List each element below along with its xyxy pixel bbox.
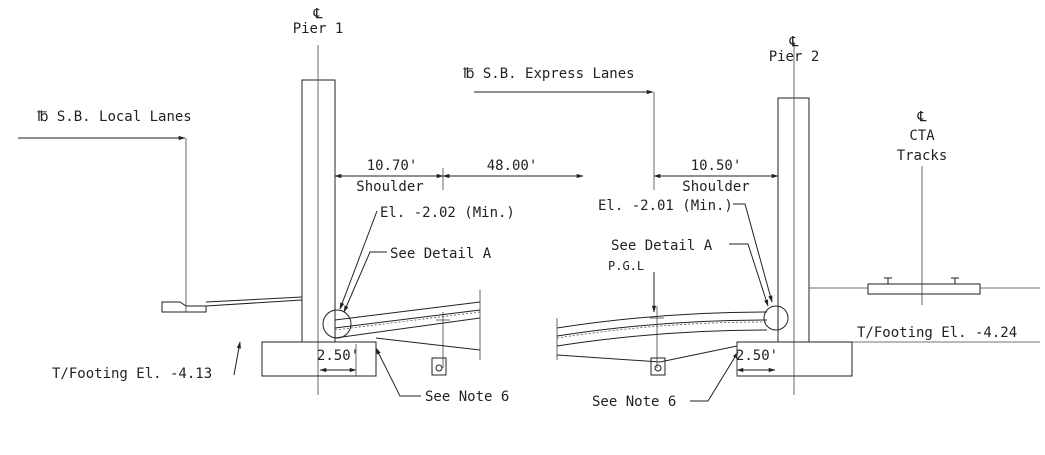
sb-local-lanes: ℔ S.B. Local Lanes — [18, 109, 303, 313]
pier-1-column — [301, 79, 336, 343]
sb-express-lanes-label: ℔ S.B. Express Lanes — [463, 66, 635, 82]
right-deck-top — [556, 311, 768, 329]
dim-250-left: 2.50' — [317, 348, 359, 364]
right-span — [556, 305, 789, 376]
detail-a-left-leader — [343, 251, 387, 313]
pier-1-label: Pier 1 — [293, 21, 344, 37]
el-right-leader — [733, 203, 773, 303]
left-deck-mid — [334, 309, 481, 329]
detail-a-right-leader — [729, 243, 769, 307]
sb-local-lanes-label: ℔ S.B. Local Lanes — [37, 109, 192, 125]
dim-1050: 10.50' — [691, 158, 742, 174]
el-right: El. -2.01 (Min.) — [598, 198, 733, 214]
right-annotations: El. -2.01 (Min.) See Detail A P.G.L See … — [592, 198, 1040, 410]
right-dimensions: 10.50' Shoulder — [653, 158, 779, 195]
pier-2-column — [777, 97, 810, 343]
left-deck-hatch — [334, 311, 481, 331]
left-girder-haunch — [375, 337, 481, 351]
footing-left-leader — [233, 341, 241, 376]
shoulder-right: Shoulder — [682, 179, 749, 195]
dim-1070: 10.70' — [367, 158, 418, 174]
cta-track-bed — [867, 283, 981, 295]
right-detail-a-circle — [763, 305, 789, 331]
pgl-label: P.G.L — [608, 259, 644, 273]
detail-a-right: See Detail A — [611, 238, 713, 254]
dim-250-right: 2.50' — [736, 348, 778, 364]
note6-left: See Note 6 — [425, 389, 509, 405]
right-deck-mid — [556, 319, 768, 337]
right-deck-hatch — [556, 321, 768, 339]
right-girder-haunch — [556, 345, 738, 363]
local-lane-deck-bottom — [205, 299, 303, 307]
footing-right: T/Footing El. -4.24 — [857, 325, 1017, 341]
right-deck-bottom — [556, 329, 768, 347]
el-left: El. -2.02 (Min.) — [380, 205, 515, 221]
right-drain-hole — [654, 364, 662, 372]
detail-a-left: See Detail A — [390, 246, 492, 262]
left-drain-hole — [435, 364, 443, 372]
footing-left: T/Footing El. -4.13 — [52, 366, 212, 382]
left-deck-bottom — [334, 317, 481, 339]
pier-2-symbol: ℄ — [789, 34, 799, 50]
right-drain-box — [650, 357, 666, 376]
left-detail-a-circle — [322, 309, 352, 339]
tracks-label: Tracks — [897, 148, 948, 164]
pier-2-label: Pier 2 — [769, 49, 820, 65]
left-deck-top — [334, 301, 481, 321]
pier-1-footing — [261, 341, 377, 377]
cta-tracks: ℄ CTA Tracks — [809, 109, 1040, 305]
el-left-leader — [339, 210, 378, 310]
dim-4800: 48.00' — [487, 158, 538, 174]
cta-label: CTA — [909, 128, 935, 144]
pier-1: ℄ Pier 1 — [261, 6, 377, 395]
local-lane-deck-top — [205, 296, 303, 303]
cta-rails — [884, 277, 959, 284]
left-span — [322, 290, 481, 376]
left-drain-box — [431, 357, 447, 376]
shoulder-left: Shoulder — [356, 179, 423, 195]
pier-2: ℄ Pier 2 — [736, 34, 853, 395]
sb-express-lanes: ℔ S.B. Express Lanes — [463, 66, 655, 190]
left-annotations: El. -2.02 (Min.) See Detail A See Note 6… — [52, 205, 515, 405]
left-dimensions: 10.70' 48.00' Shoulder — [334, 158, 584, 195]
note6-right-leader — [690, 351, 739, 402]
local-lane-slab-end — [161, 301, 207, 313]
pier-1-symbol: ℄ — [313, 6, 323, 22]
note6-left-leader — [375, 347, 421, 397]
cta-symbol: ℄ — [917, 109, 927, 125]
note6-right: See Note 6 — [592, 394, 676, 410]
